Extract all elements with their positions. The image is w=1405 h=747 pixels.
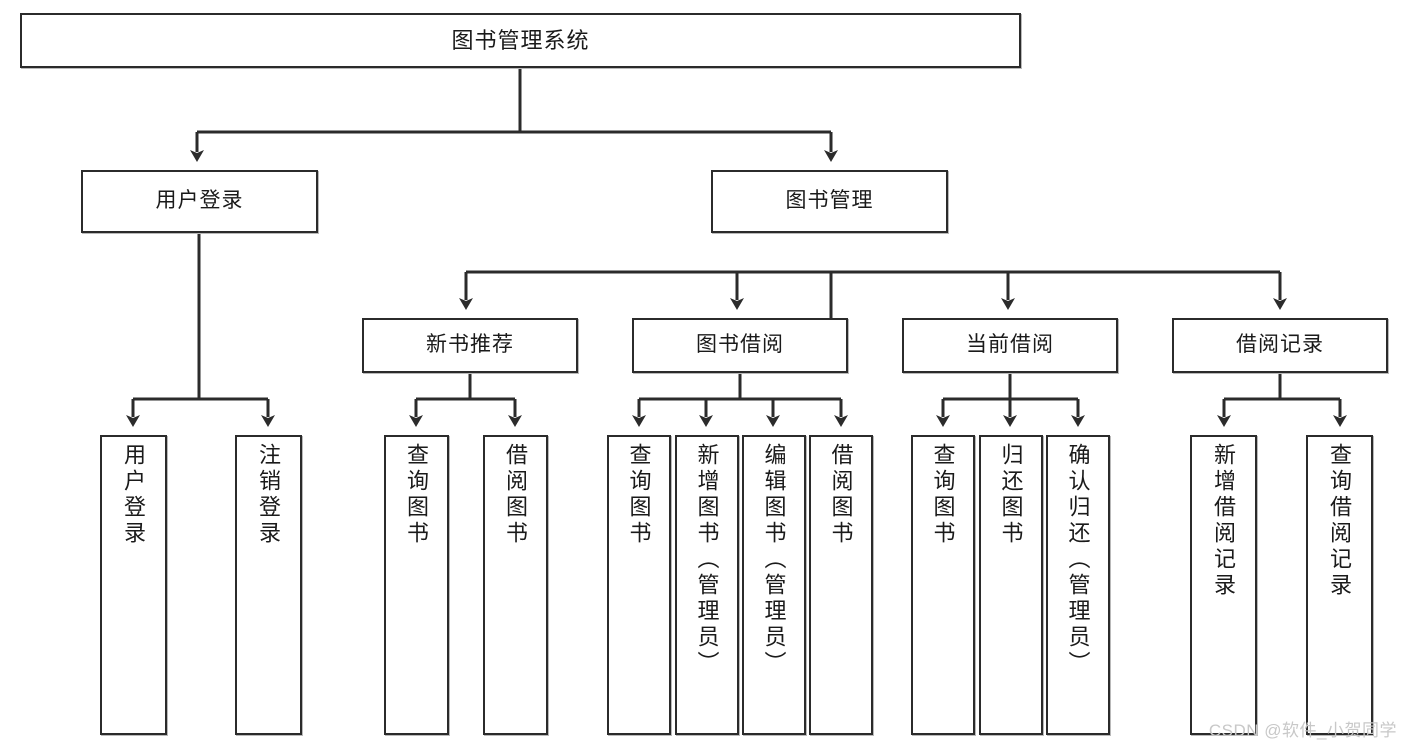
node-leaf-borrow-book-2[interactable]: 借阅图书 — [809, 435, 873, 735]
node-root[interactable]: 图书管理系统 — [20, 13, 1021, 68]
node-leaf-user-logout[interactable]: 注销登录 — [235, 435, 302, 735]
node-leaf-borrow-book-1[interactable]: 借阅图书 — [483, 435, 548, 735]
node-leaf-return-book-label: 归还图书 — [998, 443, 1024, 547]
node-leaf-add-book-label: 新增图书（管理员） — [694, 443, 720, 677]
node-current-borrow[interactable]: 当前借阅 — [902, 318, 1118, 373]
node-leaf-query-book-1[interactable]: 查询图书 — [384, 435, 449, 735]
node-leaf-query-record[interactable]: 查询借阅记录 — [1306, 435, 1373, 735]
node-leaf-return-book[interactable]: 归还图书 — [979, 435, 1043, 735]
node-current-borrow-label: 当前借阅 — [966, 333, 1054, 357]
node-book-borrow-label: 图书借阅 — [696, 333, 784, 357]
node-book-manage-label: 图书管理 — [785, 189, 874, 213]
node-leaf-edit-book[interactable]: 编辑图书（管理员） — [742, 435, 806, 735]
node-leaf-user-login-label: 用户登录 — [121, 443, 147, 547]
node-leaf-user-logout-label: 注销登录 — [256, 443, 282, 547]
node-user-login-label: 用户登录 — [155, 189, 244, 213]
node-leaf-add-record[interactable]: 新增借阅记录 — [1190, 435, 1257, 735]
node-leaf-confirm-return-label: 确认归还（管理员） — [1065, 443, 1091, 677]
node-leaf-query-book-2[interactable]: 查询图书 — [607, 435, 671, 735]
node-leaf-user-login[interactable]: 用户登录 — [100, 435, 167, 735]
node-book-manage[interactable]: 图书管理 — [711, 170, 948, 233]
csdn-watermark: CSDN @软件_小贺同学 — [1208, 721, 1397, 740]
node-leaf-query-record-label: 查询借阅记录 — [1327, 443, 1353, 599]
node-leaf-confirm-return[interactable]: 确认归还（管理员） — [1046, 435, 1110, 735]
node-book-borrow[interactable]: 图书借阅 — [632, 318, 848, 373]
node-leaf-edit-book-label: 编辑图书（管理员） — [761, 443, 787, 677]
node-user-login[interactable]: 用户登录 — [81, 170, 318, 233]
node-leaf-query-book-3[interactable]: 查询图书 — [911, 435, 975, 735]
node-leaf-borrow-book-2-label: 借阅图书 — [828, 443, 854, 547]
node-root-label: 图书管理系统 — [451, 27, 590, 53]
node-leaf-add-book[interactable]: 新增图书（管理员） — [675, 435, 739, 735]
node-new-book-rec-label: 新书推荐 — [426, 333, 514, 357]
node-leaf-query-book-3-label: 查询图书 — [930, 443, 956, 547]
node-new-book-rec[interactable]: 新书推荐 — [362, 318, 578, 373]
node-leaf-add-record-label: 新增借阅记录 — [1211, 443, 1237, 599]
node-leaf-borrow-book-1-label: 借阅图书 — [503, 443, 529, 547]
node-leaf-query-book-2-label: 查询图书 — [626, 443, 652, 547]
node-borrow-record[interactable]: 借阅记录 — [1172, 318, 1388, 373]
node-leaf-query-book-1-label: 查询图书 — [404, 443, 430, 547]
node-borrow-record-label: 借阅记录 — [1236, 333, 1324, 357]
